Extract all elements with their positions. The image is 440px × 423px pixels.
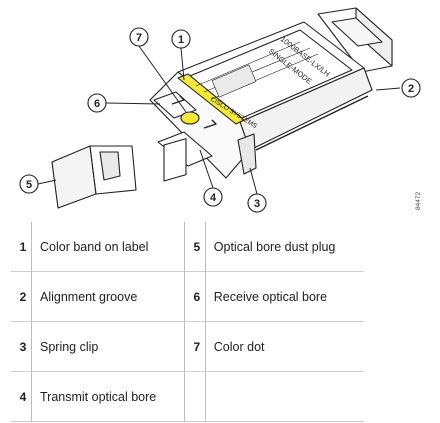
svg-text:4: 4 [210,192,217,204]
legend-label: Color dot [204,321,364,372]
callout-6: 6 [87,93,107,113]
legend-label: Spring clip [31,321,185,372]
optical-bore-dust-plug [51,145,137,209]
legend-number: 6 [183,271,206,322]
callout-7: 7 [129,27,149,47]
legend-label: Optical bore dust plug [204,222,364,272]
callout-1: 1 [171,29,191,49]
spring-clip [237,133,257,175]
legend-number: 5 [183,222,206,272]
legend-number: 7 [183,321,206,372]
legend-empty-cell [204,371,364,422]
legend-row: 2 Alignment groove 6 Receive optical bor… [11,271,364,322]
callout-3: 3 [247,193,267,213]
callout-5: 5 [19,174,39,194]
legend-row: 1 Color band on label 5 Optical bore dus… [11,222,364,272]
callout-2: 2 [401,78,421,98]
legend-row: 3 Spring clip 7 Color dot [11,321,364,372]
svg-text:5: 5 [26,179,32,191]
legend-table: 1 Color band on label 5 Optical bore dus… [11,222,364,422]
legend-number: 4 [19,389,27,404]
legend-row: 4 Transmit optical bore [11,371,364,422]
svg-text:6: 6 [94,98,100,110]
legend-label: Color band on label [31,222,185,272]
color-dot [180,111,200,125]
legend-label: Transmit optical bore [31,371,185,422]
alignment-groove [255,95,369,151]
legend-empty-cell [183,371,206,422]
svg-text:3: 3 [254,198,260,210]
svg-text:7: 7 [136,32,142,44]
legend-number: 2 [19,289,27,304]
gbic-module-diagram: 1000BASE-LX/LH SINGLE-MODE CISCO SYSTEMS [19,7,422,213]
legend-label: Receive optical bore [204,271,364,322]
svg-text:1: 1 [178,34,184,46]
legend-label: Alignment groove [31,271,185,322]
color-band [177,73,245,125]
figure-id: 84472 [415,192,422,210]
legend-number: 3 [19,339,27,354]
callout-4: 4 [203,187,223,207]
legend-number: 1 [19,239,27,254]
svg-text:2: 2 [408,83,414,95]
